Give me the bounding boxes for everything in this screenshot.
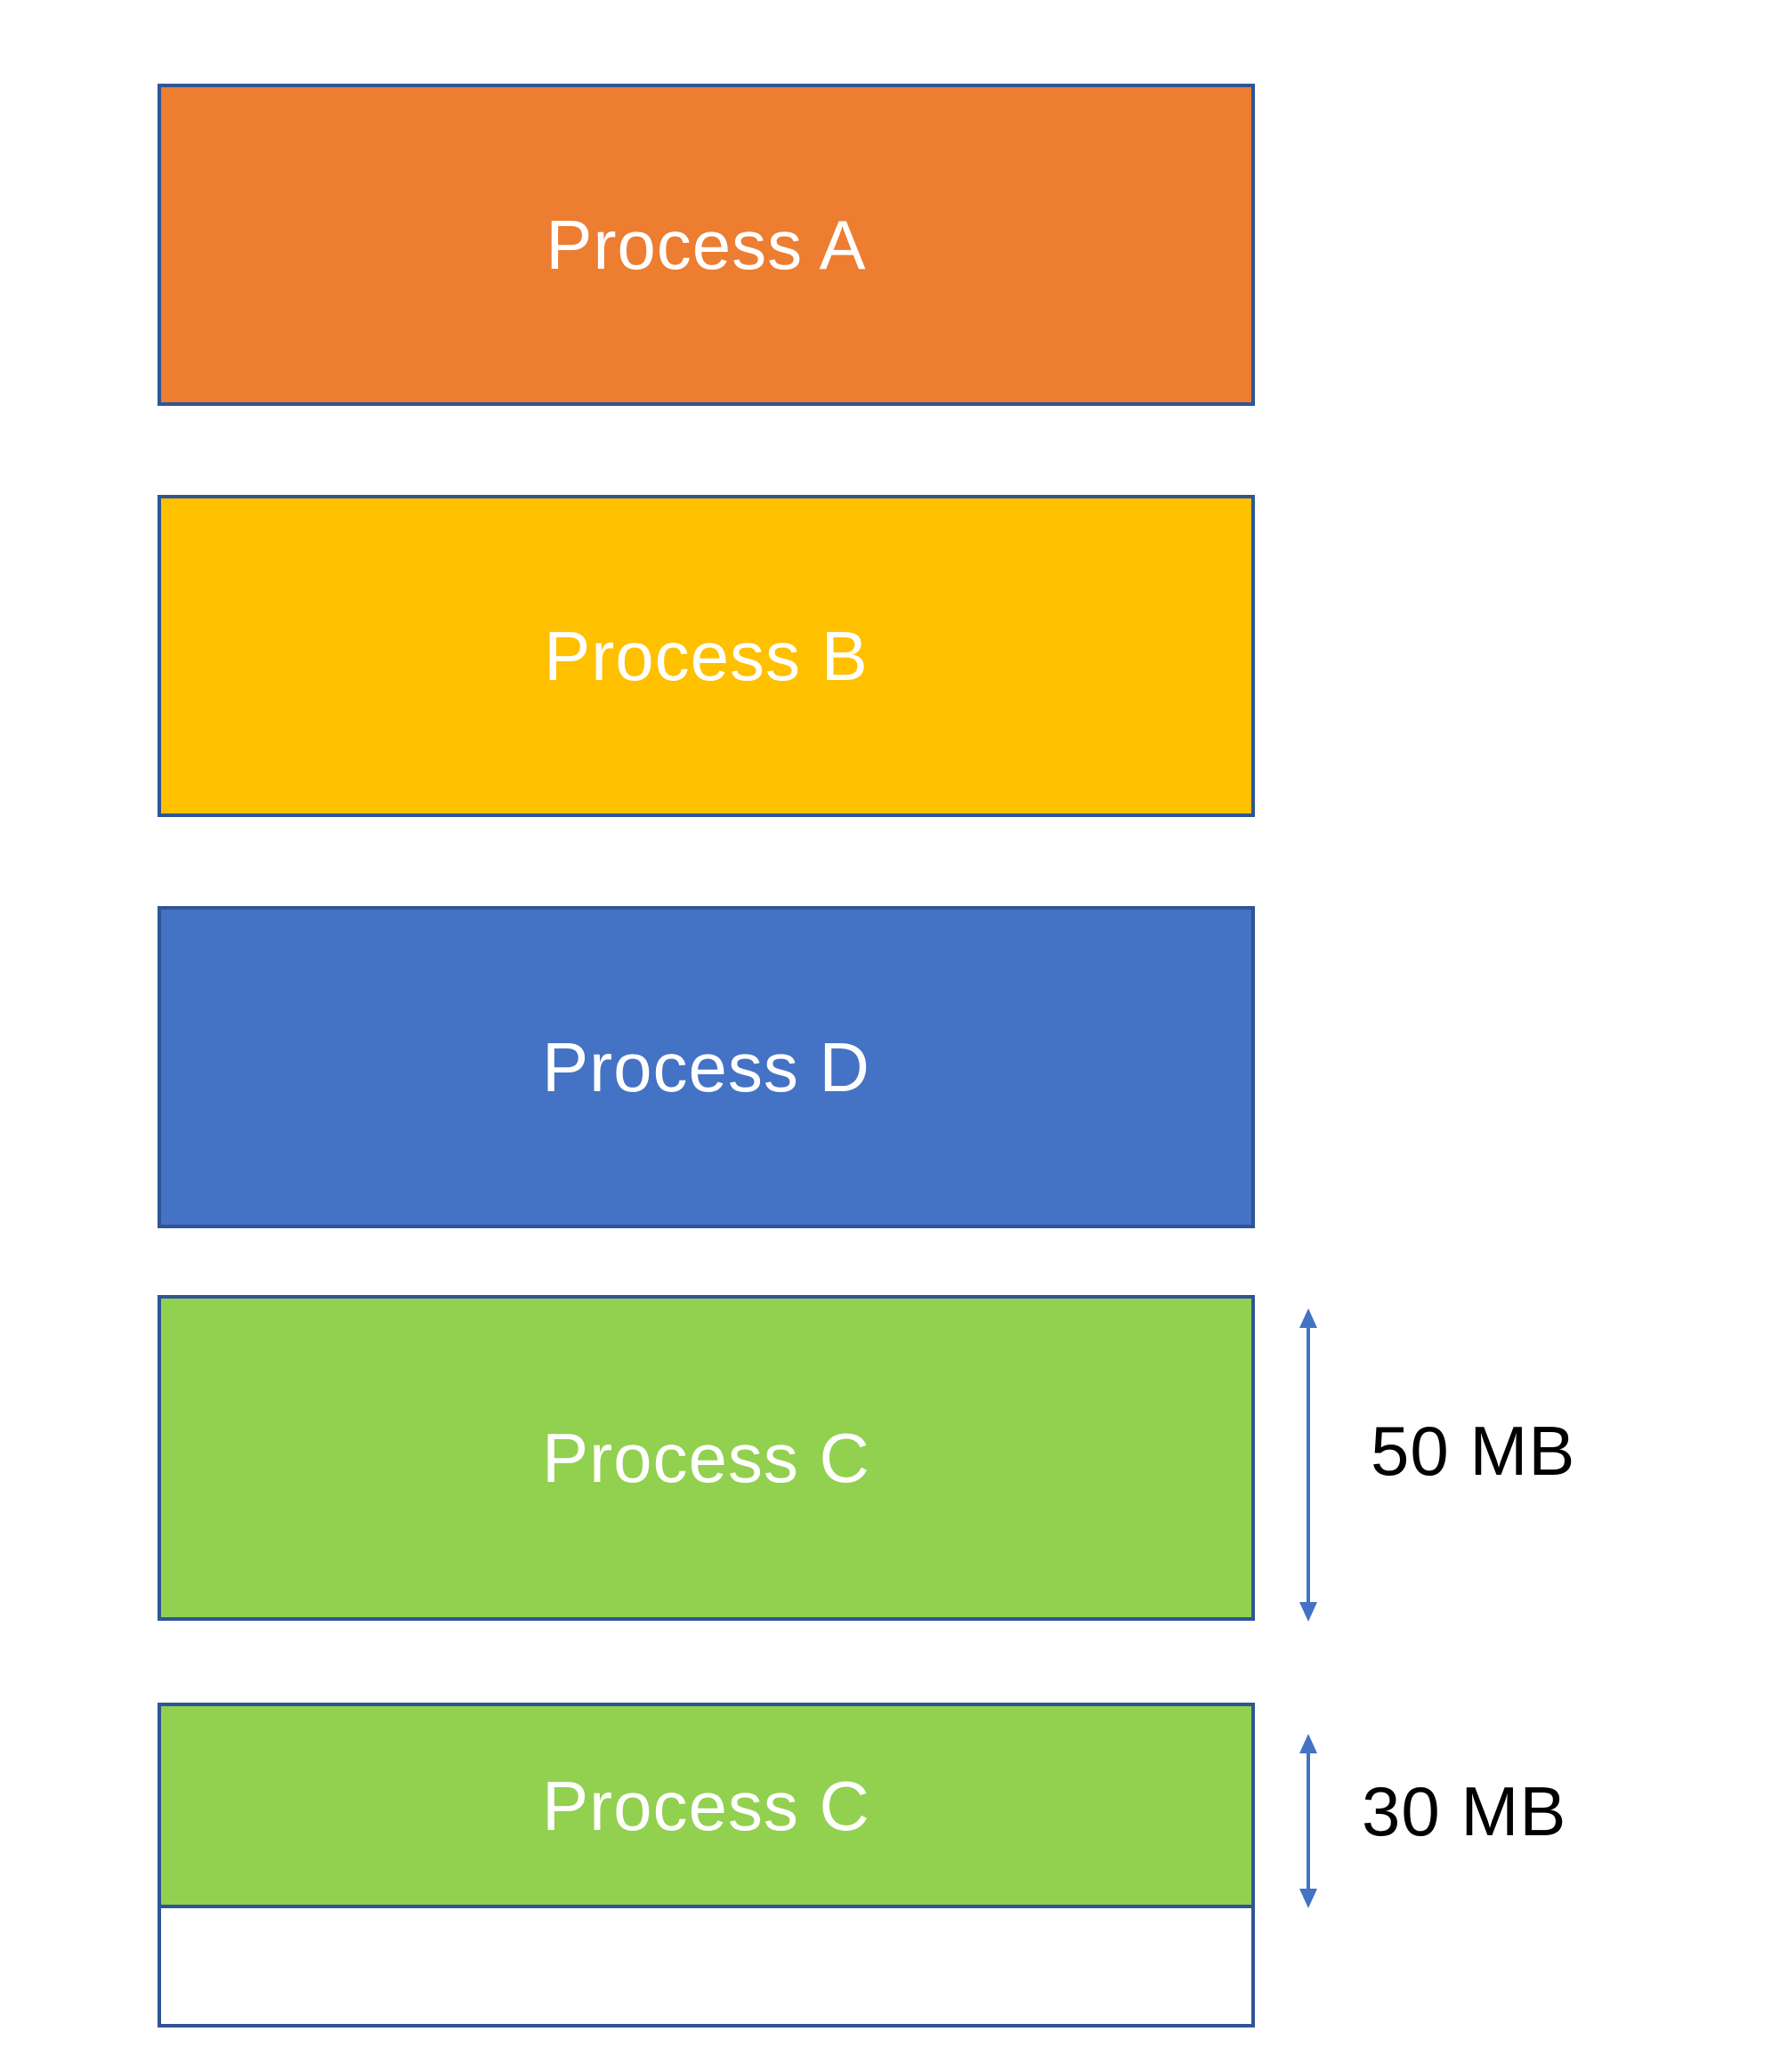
process-c-label-small: Process C bbox=[542, 1767, 870, 1845]
dimension-arrows bbox=[1299, 1308, 1317, 1908]
size-label-50mb: 50 MB bbox=[1371, 1412, 1576, 1490]
process-c-block-small: Process C bbox=[158, 1703, 1255, 1906]
process-a-block: Process A bbox=[158, 84, 1255, 406]
size-label-30mb: 30 MB bbox=[1362, 1772, 1567, 1850]
process-d-label: Process D bbox=[542, 1027, 870, 1106]
process-b-block: Process B bbox=[158, 495, 1255, 817]
process-c-block-large: Process C bbox=[158, 1295, 1255, 1621]
process-a-label: Process A bbox=[546, 205, 867, 284]
process-c-label-large: Process C bbox=[542, 1418, 870, 1497]
free-memory-block bbox=[158, 1905, 1255, 2027]
process-b-label: Process B bbox=[544, 616, 869, 695]
process-d-block: Process D bbox=[158, 906, 1255, 1228]
dimension-arrow-30mb bbox=[1299, 1734, 1317, 1908]
dimension-arrow-50mb bbox=[1299, 1308, 1317, 1622]
